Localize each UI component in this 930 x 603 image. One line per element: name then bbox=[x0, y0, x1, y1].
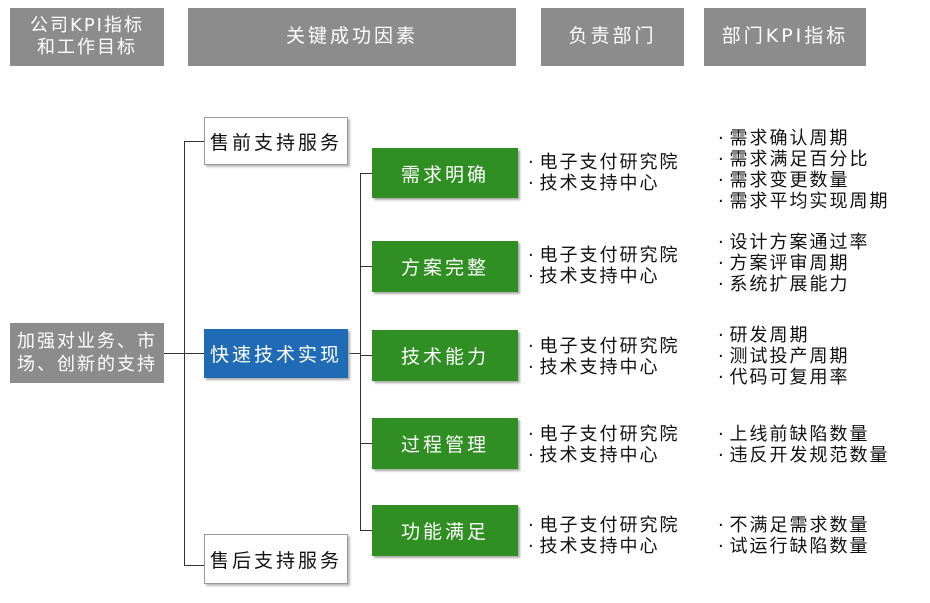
header-dept-kpi: 部门KPI指标 bbox=[704, 8, 866, 66]
dept-list: 电子支付研究院 技术支持中心 bbox=[528, 515, 679, 557]
aftersale-support-box: 售后支持服务 bbox=[204, 534, 348, 584]
kpi-list: 上线前缺陷数量 违反开发规范数量 bbox=[718, 424, 889, 466]
kpi-item: 代码可复用率 bbox=[718, 367, 849, 388]
kpi-item: 上线前缺陷数量 bbox=[718, 424, 889, 445]
dept-item: 技术支持中心 bbox=[528, 173, 679, 194]
header-dept-kpi-label: 部门KPI指标 bbox=[721, 25, 849, 48]
factor-label: 技术能力 bbox=[400, 346, 489, 368]
kpi-item: 需求确认周期 bbox=[718, 128, 889, 149]
connector-factors-trunk bbox=[360, 173, 361, 530]
connector-aftersale bbox=[184, 565, 204, 566]
dept-item: 电子支付研究院 bbox=[528, 152, 679, 173]
connector-factor-2 bbox=[360, 266, 372, 267]
dept-item: 技术支持中心 bbox=[528, 357, 679, 378]
kpi-list: 需求确认周期 需求满足百分比 需求变更数量 需求平均实现周期 bbox=[718, 128, 889, 212]
factor-label: 功能满足 bbox=[400, 521, 489, 543]
connector-factor-4 bbox=[360, 443, 372, 444]
connector-factor-5 bbox=[360, 530, 372, 531]
factor-box: 功能满足 bbox=[372, 505, 518, 556]
header-key-factors-label: 关键成功因素 bbox=[285, 25, 418, 48]
dept-item: 技术支持中心 bbox=[528, 536, 679, 557]
dept-list: 电子支付研究院 技术支持中心 bbox=[528, 245, 679, 287]
dept-item: 电子支付研究院 bbox=[528, 515, 679, 536]
factor-label: 过程管理 bbox=[400, 434, 489, 456]
dept-item: 电子支付研究院 bbox=[528, 424, 679, 445]
dept-list: 电子支付研究院 技术支持中心 bbox=[528, 152, 679, 194]
dept-item: 技术支持中心 bbox=[528, 445, 679, 466]
header-company-kpi-label: 公司KPI指标和工作目标 bbox=[30, 14, 144, 59]
aftersale-support-label: 售后支持服务 bbox=[209, 549, 342, 572]
connector-fast bbox=[184, 353, 204, 354]
dept-list: 电子支付研究院 技术支持中心 bbox=[528, 424, 679, 466]
root-goal-label: 加强对业务、市场、创新的支持 bbox=[17, 330, 157, 375]
fast-tech-box: 快速技术实现 bbox=[204, 329, 348, 378]
factor-label: 方案完整 bbox=[400, 257, 489, 279]
factor-box: 需求明确 bbox=[372, 148, 518, 198]
header-department-label: 负责部门 bbox=[568, 25, 657, 48]
kpi-item: 不满足需求数量 bbox=[718, 515, 869, 536]
root-goal-box: 加强对业务、市场、创新的支持 bbox=[10, 323, 164, 383]
connector-fast-out bbox=[348, 353, 360, 354]
kpi-item: 测试投产周期 bbox=[718, 346, 849, 367]
dept-item: 电子支付研究院 bbox=[528, 245, 679, 266]
kpi-item: 需求变更数量 bbox=[718, 170, 889, 191]
factor-box: 方案完整 bbox=[372, 241, 518, 292]
dept-item: 电子支付研究院 bbox=[528, 336, 679, 357]
factor-box: 技术能力 bbox=[372, 330, 518, 381]
fast-tech-label: 快速技术实现 bbox=[209, 344, 342, 366]
kpi-list: 设计方案通过率 方案评审周期 系统扩展能力 bbox=[718, 232, 869, 295]
kpi-list: 不满足需求数量 试运行缺陷数量 bbox=[718, 515, 869, 557]
kpi-item: 设计方案通过率 bbox=[718, 232, 869, 253]
header-department: 负责部门 bbox=[541, 8, 684, 66]
connector-root bbox=[164, 353, 184, 354]
header-key-factors: 关键成功因素 bbox=[188, 8, 516, 66]
kpi-list: 研发周期 测试投产周期 代码可复用率 bbox=[718, 325, 849, 388]
kpi-item: 违反开发规范数量 bbox=[718, 445, 889, 466]
kpi-item: 需求平均实现周期 bbox=[718, 191, 889, 212]
header-company-kpi: 公司KPI指标和工作目标 bbox=[10, 8, 164, 66]
presale-support-label: 售前支持服务 bbox=[209, 131, 342, 154]
factor-box: 过程管理 bbox=[372, 418, 518, 469]
factor-label: 需求明确 bbox=[400, 163, 489, 186]
kpi-item: 试运行缺陷数量 bbox=[718, 536, 869, 557]
connector-factor-3 bbox=[360, 355, 372, 356]
connector-presale bbox=[184, 141, 204, 142]
connector-factor-1 bbox=[360, 173, 372, 174]
dept-list: 电子支付研究院 技术支持中心 bbox=[528, 336, 679, 378]
kpi-item: 研发周期 bbox=[718, 325, 849, 346]
dept-item: 技术支持中心 bbox=[528, 266, 679, 287]
kpi-item: 系统扩展能力 bbox=[718, 274, 869, 295]
kpi-item: 需求满足百分比 bbox=[718, 149, 889, 170]
presale-support-box: 售前支持服务 bbox=[204, 117, 348, 165]
kpi-item: 方案评审周期 bbox=[718, 253, 869, 274]
